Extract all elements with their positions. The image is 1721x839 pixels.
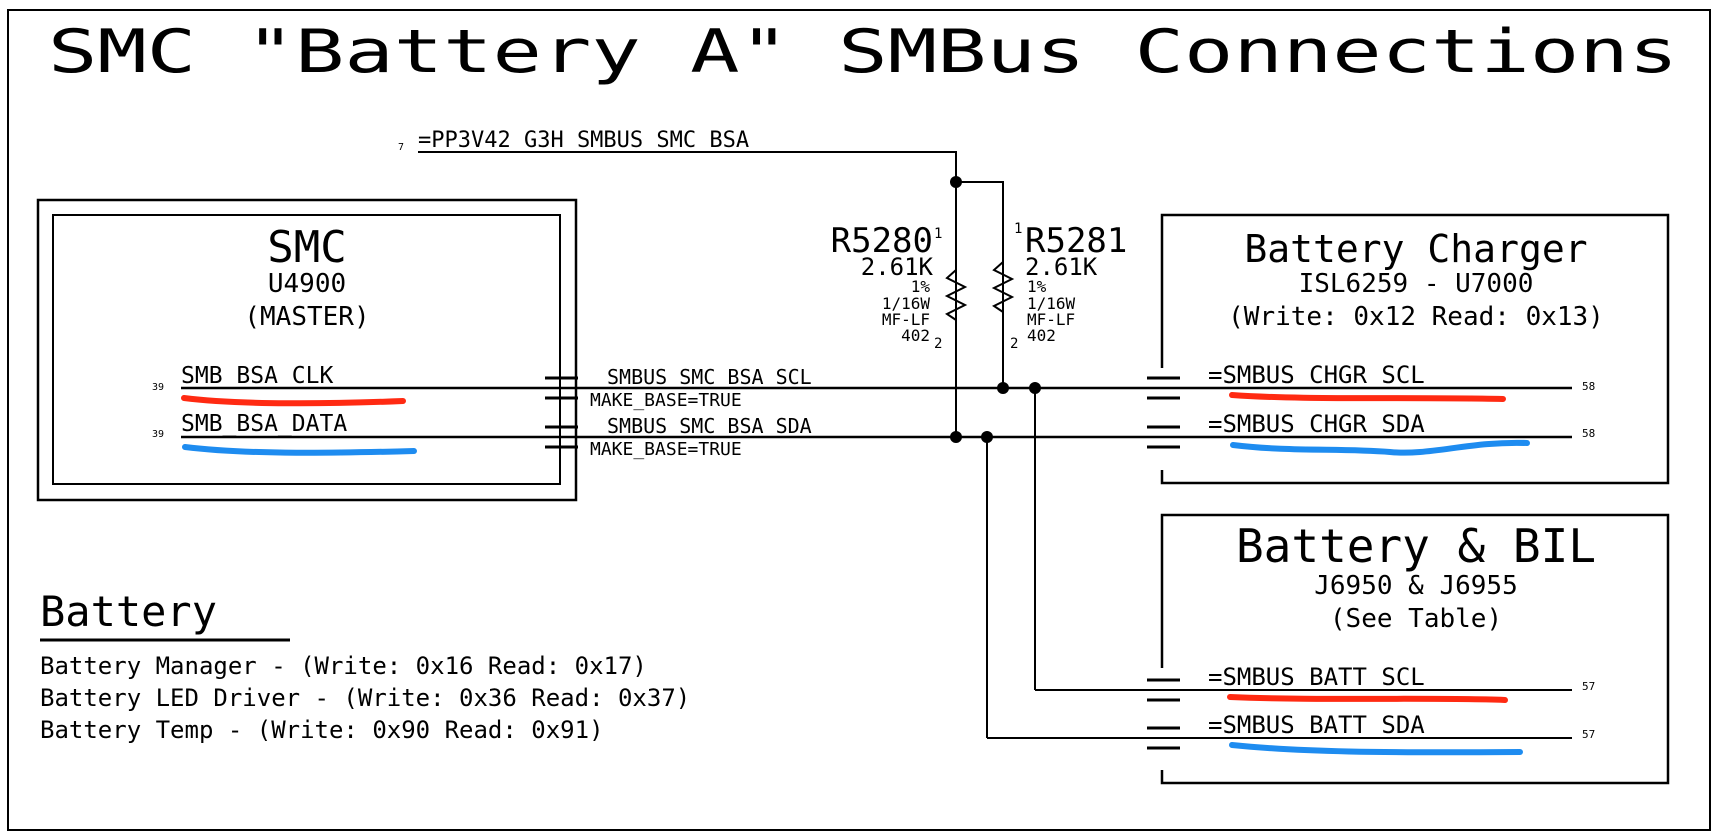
battery-row: Battery LED Driver - (Write: 0x36 Read: … [40, 684, 690, 712]
r5280-type: MF-LF [882, 310, 930, 329]
highlight-batt-sda [1229, 742, 1523, 756]
scl-net-label: SMBUS_SMC_BSA_SCL [607, 365, 812, 389]
smc-block: SMC U4900 (MASTER) [36, 198, 578, 502]
highlight-chgr-scl [1229, 392, 1506, 402]
r5280-value: 2.61K [861, 253, 934, 281]
highlight-strokes [181, 392, 1530, 756]
batt-sda-page-ref: 57 [1582, 728, 1595, 741]
batt-scl-label: =SMBUS_BATT_SCL [1208, 663, 1425, 691]
highlight-batt-scl [1227, 694, 1508, 703]
r5280-ref: R5280 [831, 221, 933, 261]
smc-part: U4900 [268, 269, 346, 299]
power-net-page-ref: 7 [398, 142, 404, 153]
r5281-pin1: 1 [1014, 221, 1022, 237]
r5281-ref: R5281 [1025, 221, 1127, 261]
smc-role: (MASTER) [244, 302, 369, 332]
chgr-scl-page-ref: 58 [1582, 380, 1595, 393]
highlight-smc-clk [181, 395, 406, 407]
r5280-package: 402 [901, 326, 930, 345]
smc-outer-frame [36, 198, 578, 502]
resistor-symbol [991, 261, 1015, 313]
smc-name: SMC [267, 222, 346, 273]
r5281-pin2: 2 [1010, 336, 1018, 352]
resistor-symbol [944, 269, 968, 321]
battery-bil-part: J6950 & J6955 [1314, 571, 1518, 601]
scl-net-property: MAKE_BASE=TRUE [590, 390, 742, 411]
smc-inner-frame [52, 214, 561, 485]
smc-clk-pin-label: SMB_BSA_CLK [181, 363, 333, 389]
diagram-title: SMC "Battery A" SMBus Connections [48, 17, 1678, 87]
batt-scl-page-ref: 57 [1582, 680, 1595, 693]
r5281-tolerance: 1% [1027, 277, 1047, 296]
smc-data-pin-label: SMB_BSA_DATA [181, 411, 347, 437]
sda-bus: 39 SMB_BSA_DATA SMBUS_SMC_BSA_SDA MAKE_B… [152, 410, 1595, 738]
junction-dot [950, 431, 962, 443]
chgr-sda-page-ref: 58 [1582, 427, 1595, 440]
r5280-power: 1/16W [882, 294, 931, 313]
scl-bus: 39 SMB_BSA_CLK SMBUS_SMC_BSA_SCL MAKE_BA… [152, 361, 1595, 690]
r5281-type: MF-LF [1027, 310, 1075, 329]
charger-address: (Write: 0x12 Read: 0x13) [1228, 302, 1604, 332]
chgr-sda-label: =SMBUS_CHGR_SDA [1208, 410, 1425, 438]
junction-dot [997, 382, 1009, 394]
battery-row: Battery Manager - (Write: 0x16 Read: 0x1… [40, 652, 647, 680]
battery-bil-name: Battery & BIL [1236, 519, 1596, 573]
battery-charger-block: Battery Charger ISL6259 - U7000 (Write: … [1160, 213, 1670, 485]
sda-net-label: SMBUS_SMC_BSA_SDA [607, 414, 812, 438]
r5281-value: 2.61K [1025, 253, 1098, 281]
chgr-scl-label: =SMBUS_CHGR_SCL [1208, 361, 1425, 389]
r5280-pin2: 2 [934, 336, 942, 352]
sda-net-property: MAKE_BASE=TRUE [590, 439, 742, 460]
page-border [7, 9, 1711, 831]
batt-sda-label: =SMBUS_BATT_SDA [1208, 711, 1425, 739]
r5281-package: 402 [1027, 326, 1056, 345]
battery-bil-block: Battery & BIL J6950 & J6955 (See Table) … [987, 513, 1670, 785]
r5281-power: 1/16W [1027, 294, 1076, 313]
highlight-smc-data [182, 444, 417, 456]
r5280-tolerance: 1% [911, 277, 931, 296]
resistor-r5280: R5280 1 2.61K 1% 1/16W MF-LF 402 2 [831, 182, 968, 437]
battery-heading: Battery [40, 587, 217, 636]
battery-bil-note: (See Table) [1330, 604, 1502, 634]
battery-row: Battery Temp - (Write: 0x90 Read: 0x91) [40, 716, 604, 744]
charger-name: Battery Charger [1244, 227, 1587, 271]
charger-part: ISL6259 - U7000 [1299, 269, 1534, 299]
r5280-pin1: 1 [934, 226, 942, 242]
power-net-label: =PP3V42_G3H_SMBUS_SMC_BSA [418, 128, 749, 153]
resistor-r5281: 1 R5281 2.61K 1% 1/16W MF-LF 402 2 [991, 182, 1127, 388]
smc-data-page-ref: 39 [152, 429, 164, 440]
battery-table: Battery Battery Manager - (Write: 0x16 R… [40, 587, 690, 744]
highlight-chgr-sda [1230, 439, 1530, 456]
smc-clk-page-ref: 39 [152, 382, 164, 393]
